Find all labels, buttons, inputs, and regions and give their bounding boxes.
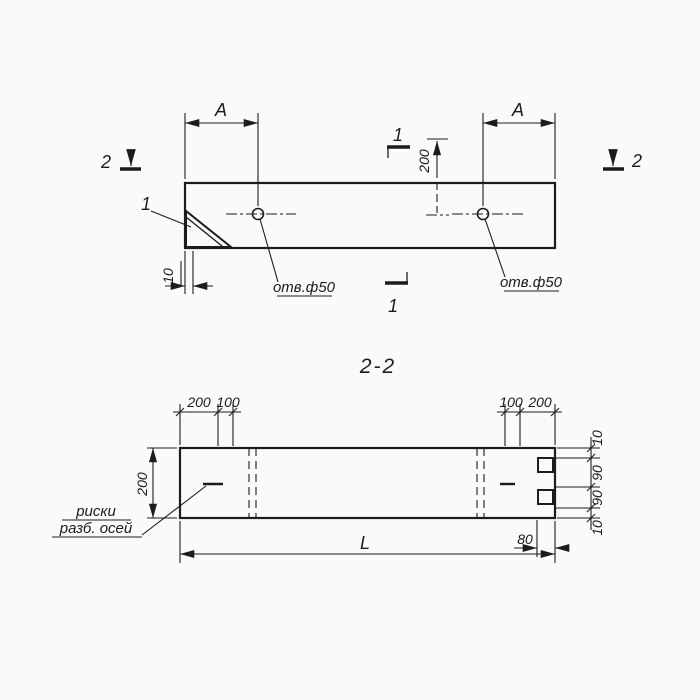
hole-left — [226, 207, 332, 297]
section2-right-label: 2 — [631, 151, 642, 171]
detail-triangle — [185, 208, 234, 248]
dim-top-right — [497, 404, 562, 446]
dim-200-vertical — [426, 138, 449, 216]
dim-80 — [514, 520, 570, 557]
dim-100-top-left-label: 100 — [216, 394, 240, 410]
dim-length-label: L — [360, 533, 370, 553]
notch-lower — [537, 489, 554, 505]
dim-height-200-label: 200 — [134, 472, 150, 497]
plan-outline — [183, 181, 557, 250]
dim-200-vertical-label: 200 — [416, 149, 432, 174]
dim-a-right — [482, 113, 556, 206]
detail-label: 1 — [141, 194, 151, 214]
dim-top-left — [173, 404, 241, 446]
section1-marks — [385, 145, 410, 285]
chain-90-lower-label: 90 — [589, 490, 605, 506]
section1-bottom-label: 1 — [388, 296, 398, 316]
section1-top-label: 1 — [393, 125, 403, 145]
chain-10-top-label: 10 — [589, 430, 605, 446]
dim-a-left — [184, 113, 259, 206]
plan-view — [120, 113, 624, 297]
dim-80-label: 80 — [517, 531, 533, 547]
chain-90-upper-label: 90 — [589, 465, 605, 481]
dim-a-right-label: A — [511, 100, 524, 120]
hole-right-label: отв.ф50 — [500, 274, 563, 291]
chain-10-bottom-label: 10 — [589, 520, 605, 536]
section-outline — [178, 446, 557, 520]
scribe-leader — [52, 485, 207, 538]
scribe-leader-label-1: риски — [75, 503, 116, 520]
axis-dashed-left — [248, 448, 257, 518]
dim-a-left-label: A — [214, 100, 227, 120]
dim-200-top-right-label: 200 — [527, 394, 552, 410]
dim-length — [179, 521, 556, 563]
hole-right-leader — [484, 218, 506, 278]
scribe-leader-label-2: разб. осей — [59, 520, 133, 537]
section-view — [52, 404, 600, 563]
dim-10-label: 10 — [160, 268, 176, 284]
detail-leader-line — [150, 210, 192, 228]
section2-marks — [120, 149, 624, 171]
hole-right — [452, 207, 559, 292]
axis-dashed-right — [476, 448, 485, 518]
hole-left-label: отв.ф50 — [273, 279, 336, 296]
dim-chain-right — [554, 437, 600, 530]
section-title: 2-2 — [359, 355, 396, 378]
dim-200-top-left-label: 200 — [186, 394, 211, 410]
notch-upper — [537, 457, 554, 473]
hole-left-leader — [259, 218, 279, 283]
section2-left-label: 2 — [100, 152, 111, 172]
dim-100-top-right-label: 100 — [499, 394, 523, 410]
dim-10 — [165, 251, 213, 294]
dim-height-200 — [147, 447, 177, 519]
